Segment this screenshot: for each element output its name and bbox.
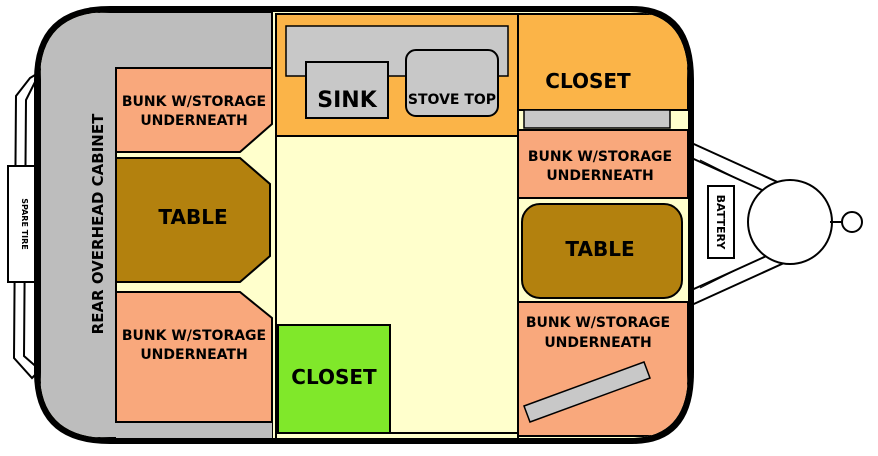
bunk-rear-bottom-label-1: BUNK W/STORAGE bbox=[122, 328, 266, 344]
rear-cabinet-bottom-edge bbox=[116, 422, 272, 438]
tongue-cross-2 bbox=[699, 267, 741, 289]
tongue-cross-1 bbox=[699, 159, 741, 181]
battery-box bbox=[707, 185, 735, 259]
hitch: BATTERY bbox=[684, 138, 863, 310]
bunk-front-bottom-board bbox=[523, 361, 651, 423]
sink bbox=[305, 61, 389, 119]
battery-label: BATTERY bbox=[714, 195, 727, 251]
bunk-rear-top bbox=[115, 67, 273, 153]
closet-front-label: CLOSET bbox=[545, 69, 631, 93]
bunk-front-top bbox=[517, 129, 688, 199]
bunk-rear-top-label-1: BUNK W/STORAGE bbox=[122, 94, 266, 110]
bunk-rear-bottom bbox=[115, 291, 273, 423]
closet-front-area bbox=[517, 13, 688, 111]
bunk-front-top-label-2: UNDERNEATH bbox=[546, 168, 653, 184]
bunk-front-bottom-label-1: BUNK W/STORAGE bbox=[526, 315, 670, 331]
table-front-label: TABLE bbox=[565, 237, 634, 261]
table-front bbox=[521, 203, 683, 299]
table-rear-label: TABLE bbox=[158, 205, 227, 229]
bunk-front-top-label-1: BUNK W/STORAGE bbox=[528, 149, 672, 165]
closet-rear bbox=[277, 324, 391, 434]
stove-top-label: STOVE TOP bbox=[408, 92, 496, 108]
closet-rear-label: CLOSET bbox=[291, 365, 377, 389]
stove-top bbox=[405, 49, 499, 117]
jack-wheel bbox=[747, 179, 833, 265]
bunk-rear-bottom-label-2: UNDERNEATH bbox=[140, 347, 247, 363]
spare-tire-label: SPARE TIRE bbox=[20, 198, 29, 250]
table-rear bbox=[115, 157, 271, 283]
rear-cabinet-label: REAR OVERHEAD CABINET bbox=[89, 113, 107, 334]
bunk-rear-top-label-2: UNDERNEATH bbox=[140, 113, 247, 129]
closet-front-rod bbox=[523, 109, 671, 129]
hitch-ball bbox=[841, 211, 863, 233]
sink-label: SINK bbox=[317, 88, 377, 113]
bunk-front-bottom-label-2: UNDERNEATH bbox=[544, 335, 651, 351]
